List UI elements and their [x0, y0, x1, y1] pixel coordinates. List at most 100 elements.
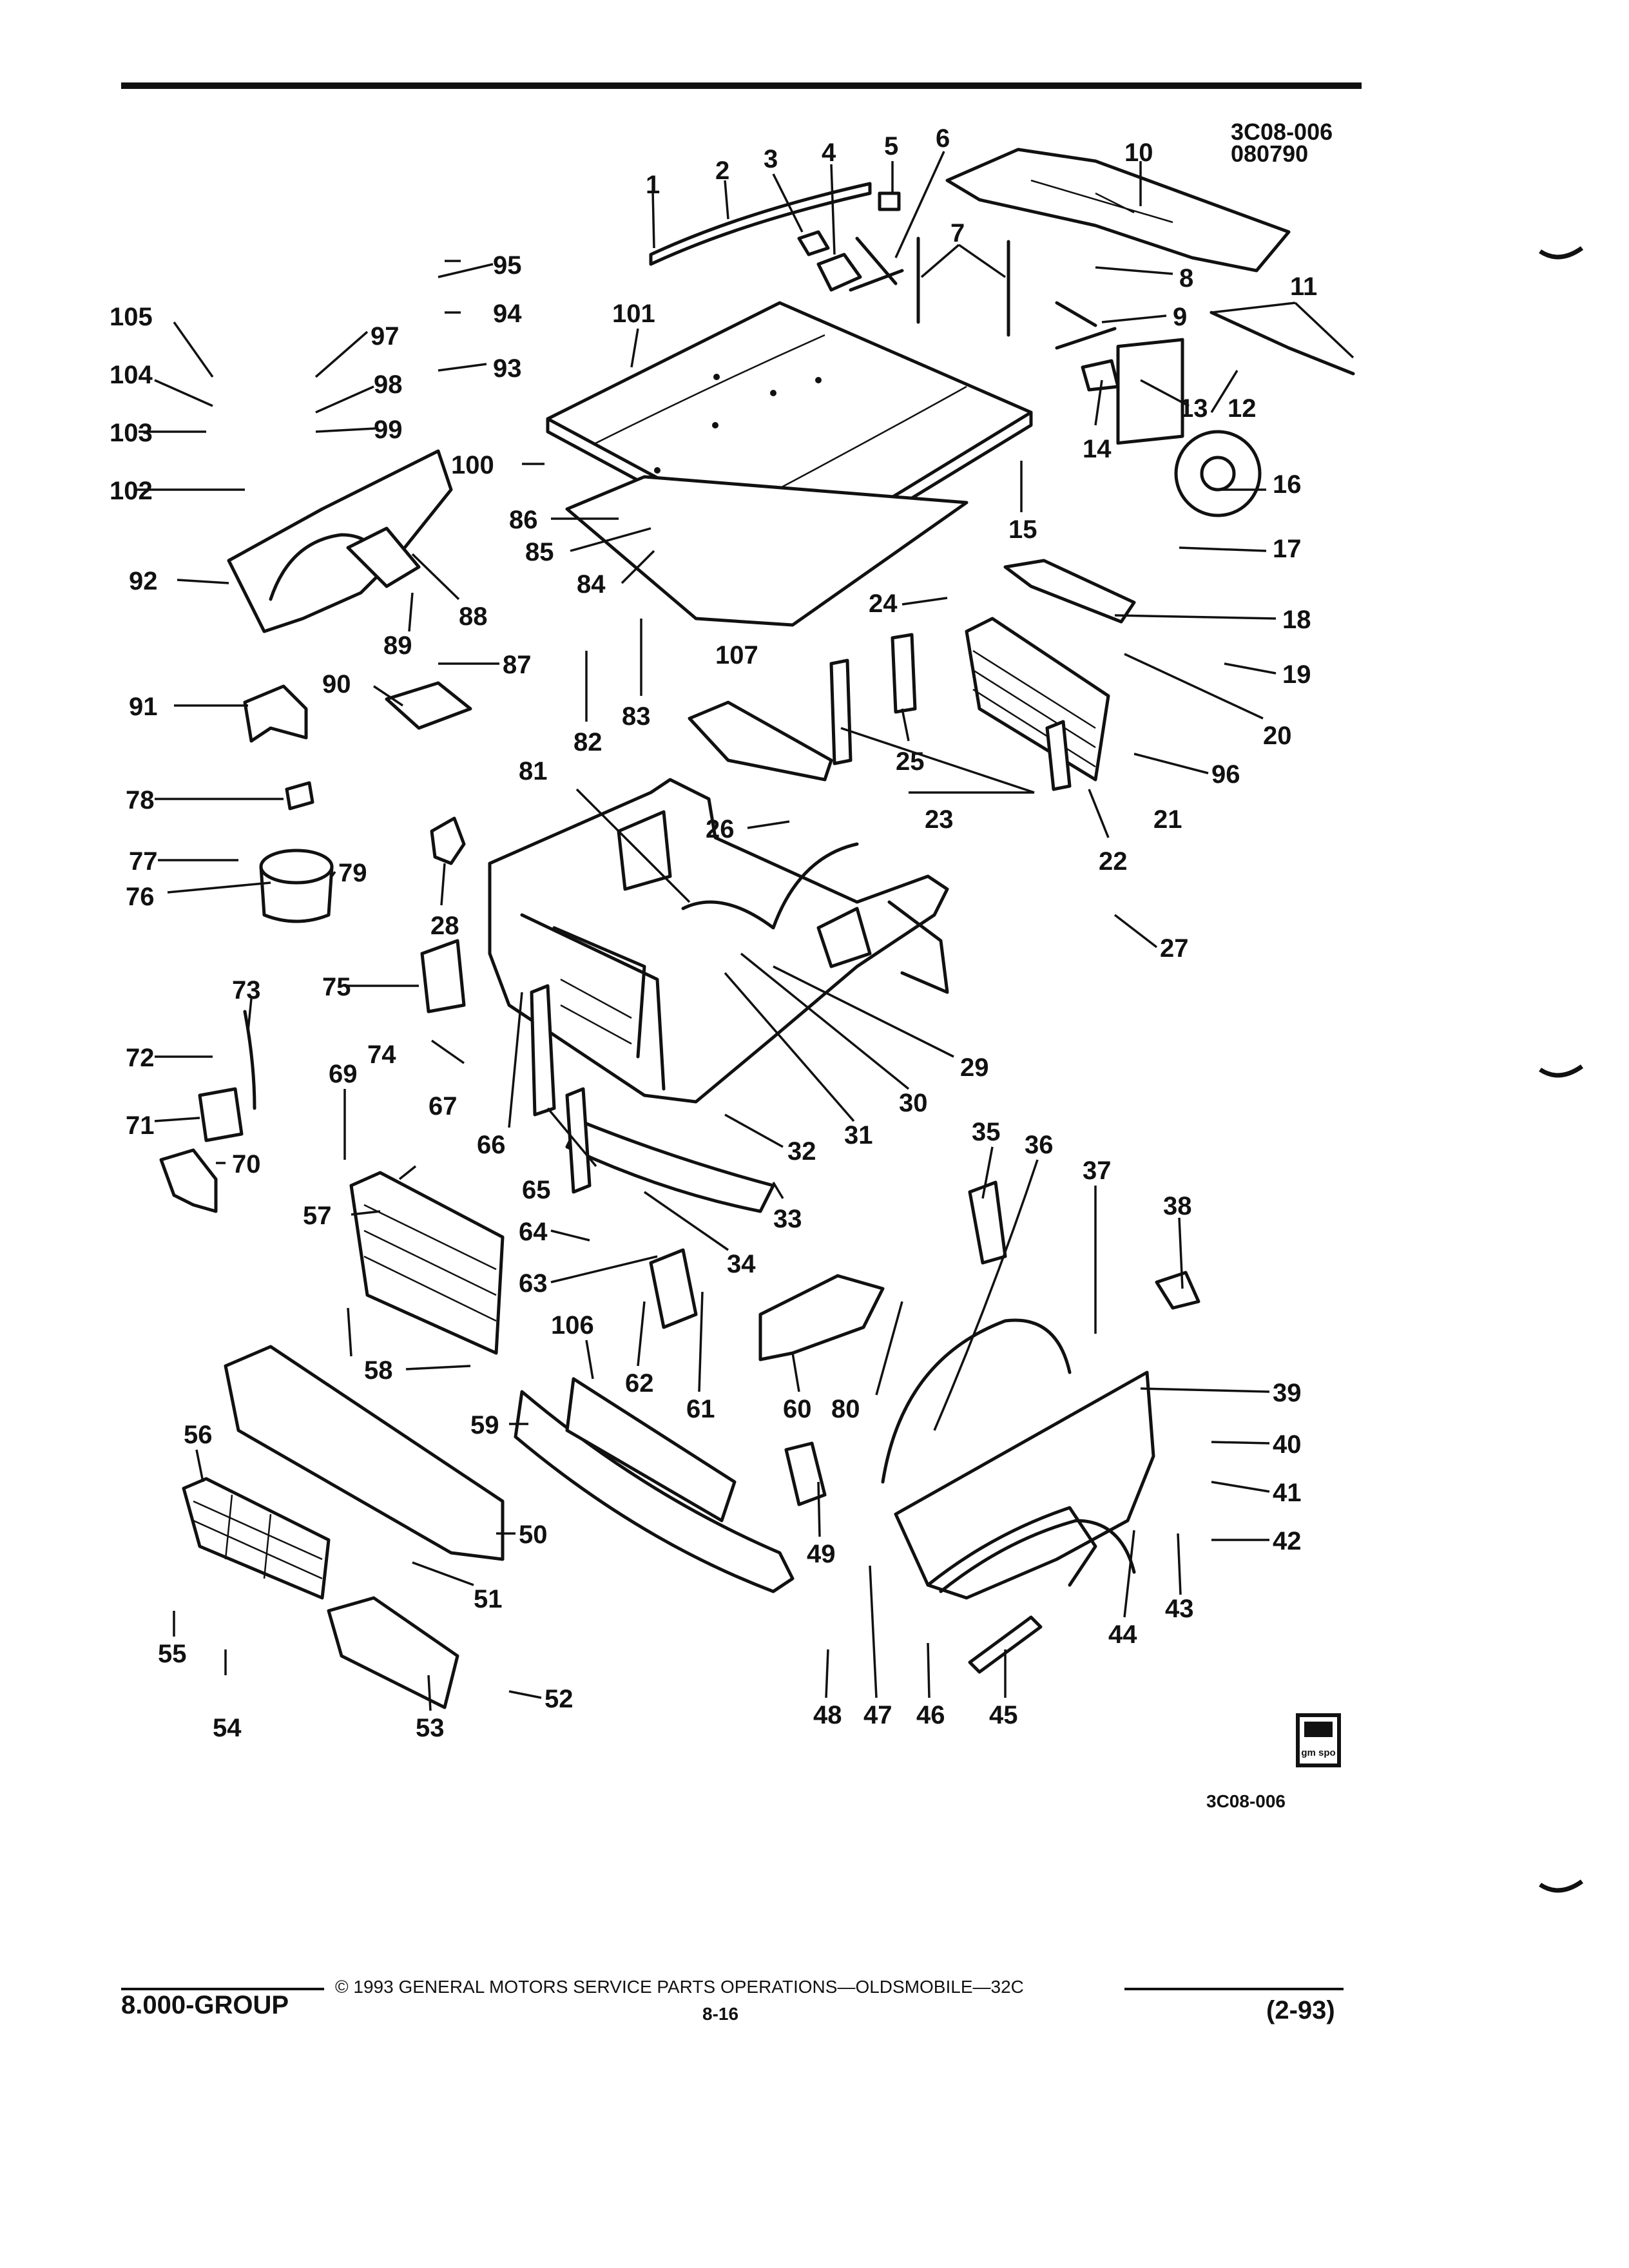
callout-67: 67 — [429, 1092, 458, 1120]
callout-29: 29 — [960, 1053, 989, 1082]
headlamp-assembly — [327, 1596, 459, 1709]
callout-39: 39 — [1273, 1379, 1302, 1407]
inner-wheelhouse — [881, 1318, 1072, 1484]
fender-right — [894, 1370, 1155, 1600]
front-molding — [649, 182, 872, 266]
condenser — [349, 1171, 505, 1355]
callout-6: 6 — [936, 124, 950, 153]
callout-18: 18 — [1282, 606, 1311, 634]
callout-49: 49 — [807, 1540, 836, 1568]
callout-86: 86 — [509, 506, 538, 534]
ref-code-line2: 080790 — [1231, 140, 1309, 167]
callout-50: 50 — [519, 1521, 548, 1549]
callout-55: 55 — [158, 1640, 187, 1668]
callout-48: 48 — [813, 1701, 842, 1729]
footer-date-code: (2-93) — [1266, 1996, 1335, 2024]
callout-22: 22 — [1099, 847, 1128, 876]
callout-66: 66 — [477, 1131, 506, 1159]
front-lower-baffle — [565, 1119, 775, 1213]
callout-106: 106 — [551, 1311, 594, 1340]
callout-103: 103 — [110, 419, 153, 447]
callout-27: 27 — [1160, 934, 1189, 963]
callout-43: 43 — [1165, 1595, 1194, 1623]
air-intake-duct-107 — [688, 700, 833, 782]
callout-23: 23 — [925, 805, 954, 834]
callout-20: 20 — [1263, 722, 1292, 750]
washer-reservoir — [198, 1087, 244, 1142]
front-fascia-support — [224, 1345, 505, 1561]
callout-71: 71 — [126, 1111, 155, 1140]
blower-relay — [285, 781, 314, 811]
callout-63: 63 — [519, 1269, 548, 1298]
callout-46: 46 — [916, 1701, 945, 1729]
wiring-harness — [681, 842, 859, 930]
footer-copyright: © 1993 GENERAL MOTORS SERVICE PARTS OPER… — [335, 1977, 1024, 1997]
callout-101: 101 — [612, 300, 655, 328]
callout-labels: 1 2 3 4 5 6 7 8 9 10 11 12 13 14 15 16 1… — [110, 124, 1317, 1742]
coolant-reservoir — [649, 1248, 698, 1329]
radiator-grille — [182, 1477, 331, 1600]
fan-shroud — [1116, 338, 1184, 445]
callout-79: 79 — [338, 859, 367, 887]
callout-54: 54 — [213, 1714, 242, 1742]
callout-84: 84 — [577, 570, 606, 599]
callout-105: 105 — [110, 303, 153, 331]
callout-82: 82 — [574, 728, 602, 756]
callout-28: 28 — [430, 912, 459, 940]
hood-hinge-b — [816, 253, 862, 292]
horn — [430, 816, 466, 865]
callout-1: 1 — [646, 171, 660, 199]
callout-3: 3 — [764, 145, 778, 173]
callout-83: 83 — [622, 702, 651, 731]
callout-76: 76 — [126, 883, 155, 911]
callout-93: 93 — [493, 354, 522, 383]
callout-17: 17 — [1273, 535, 1302, 563]
callout-13: 13 — [1179, 394, 1208, 423]
splash-shield-75 — [420, 939, 466, 1014]
fender-bracket-lower — [385, 681, 472, 730]
callout-53: 53 — [416, 1714, 445, 1742]
callout-64: 64 — [519, 1218, 548, 1246]
callout-37: 37 — [1083, 1157, 1112, 1185]
callout-32: 32 — [787, 1137, 816, 1166]
callout-94: 94 — [493, 300, 522, 328]
callout-51: 51 — [474, 1585, 503, 1613]
callout-52: 52 — [545, 1685, 574, 1713]
callout-42: 42 — [1273, 1527, 1302, 1555]
footer-page-number: 8-16 — [702, 2004, 739, 2024]
callout-41: 41 — [1273, 1479, 1302, 1507]
callout-80: 80 — [831, 1395, 860, 1423]
callout-69: 69 — [329, 1060, 358, 1088]
callout-44: 44 — [1108, 1620, 1137, 1649]
callout-77: 77 — [129, 847, 158, 876]
callout-14: 14 — [1083, 435, 1112, 463]
callout-12: 12 — [1228, 394, 1257, 423]
hood-release-rod — [1210, 311, 1355, 376]
cowl-vent-panel — [945, 148, 1291, 273]
radiator-support-bracket — [1045, 720, 1072, 791]
callout-65: 65 — [522, 1176, 551, 1204]
figure-code: 3C08-006 — [1206, 1791, 1286, 1811]
fender-support-91 — [243, 684, 308, 743]
callout-60: 60 — [783, 1395, 812, 1423]
callout-35: 35 — [972, 1118, 1001, 1146]
air-deflector — [1003, 559, 1136, 624]
callout-57: 57 — [303, 1202, 332, 1230]
callout-9: 9 — [1173, 303, 1187, 331]
callout-72: 72 — [126, 1044, 155, 1072]
callout-8: 8 — [1179, 264, 1193, 293]
callout-56: 56 — [184, 1421, 213, 1449]
hood-hinge-c — [849, 236, 904, 292]
callout-21: 21 — [1153, 805, 1182, 834]
molding-45 — [968, 1615, 1043, 1674]
radiator-baffle-left — [829, 658, 853, 765]
callout-15: 15 — [1008, 515, 1037, 544]
callout-47: 47 — [863, 1701, 892, 1729]
callout-89: 89 — [383, 631, 412, 660]
callout-24: 24 — [869, 590, 898, 618]
fascia-panel-106 — [565, 1377, 737, 1523]
radiator-baffle-right — [891, 633, 917, 714]
callout-45: 45 — [989, 1701, 1018, 1729]
callout-31: 31 — [844, 1121, 873, 1149]
